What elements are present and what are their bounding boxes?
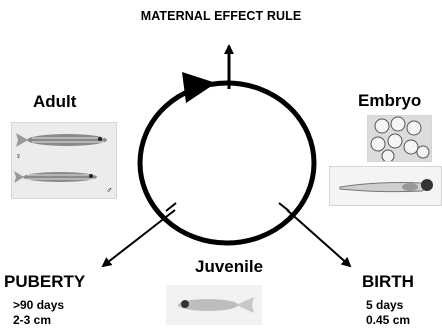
arrow-puberty — [103, 210, 175, 266]
male-symbol: ♂ — [106, 185, 113, 195]
stage-label-juvenile: Juvenile — [195, 257, 263, 277]
cycle-direction-arrowhead — [182, 72, 216, 103]
adult-fish-photo — [11, 122, 117, 199]
stage-label-puberty: PUBERTY — [4, 272, 85, 292]
female-symbol: ♀ — [15, 151, 22, 161]
birth-age: 5 days — [366, 298, 403, 312]
stage-label-embryo: Embryo — [358, 91, 421, 111]
circle-tick-right — [279, 203, 289, 211]
stage-label-adult: Adult — [33, 92, 76, 112]
cycle-circle — [140, 83, 314, 243]
larva-photo — [329, 166, 442, 206]
puberty-size: 2-3 cm — [13, 313, 51, 327]
juvenile-fish-photo — [166, 285, 262, 325]
embryo-eggs-photo — [367, 115, 432, 162]
female-fish-image — [16, 133, 107, 147]
stage-label-birth: BIRTH — [362, 272, 414, 292]
puberty-age: >90 days — [13, 298, 64, 312]
male-fish-image — [14, 171, 97, 183]
birth-size: 0.45 cm — [366, 313, 410, 327]
arrow-birth — [287, 210, 350, 266]
